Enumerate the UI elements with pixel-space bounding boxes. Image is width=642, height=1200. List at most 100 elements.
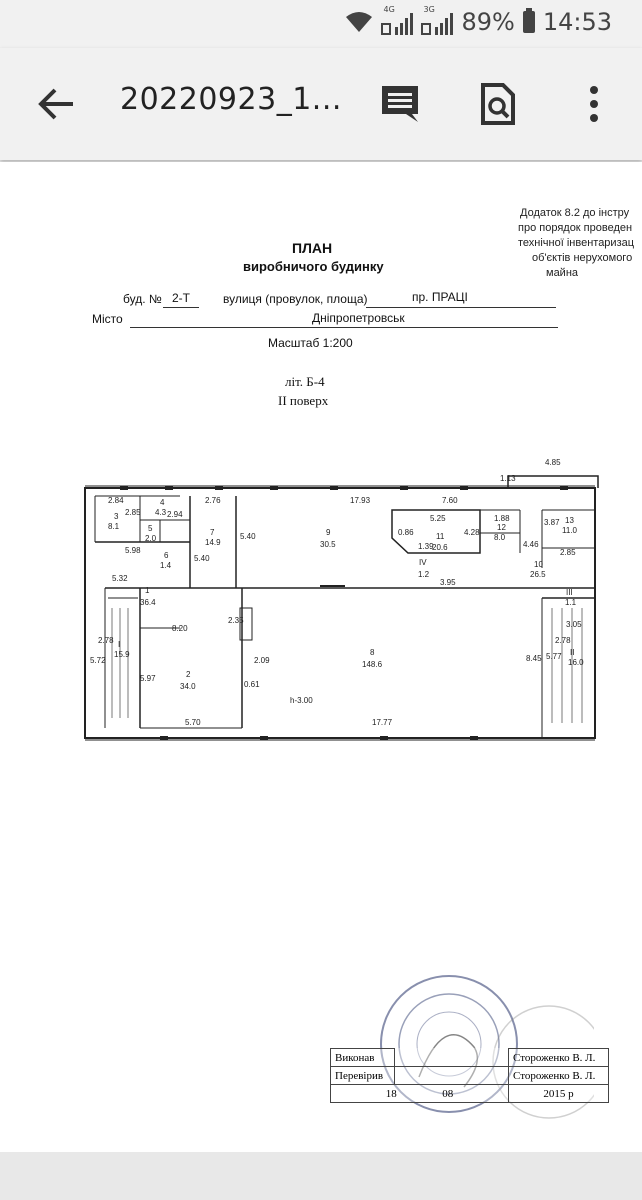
underline: [366, 307, 556, 308]
room-area: 148.6: [362, 660, 383, 669]
room-number: 5: [148, 524, 153, 533]
room-area: 11.0: [562, 526, 577, 535]
checker-name: Стороженко В. Л.: [508, 1066, 609, 1085]
dimension: 7.60: [442, 496, 458, 505]
dimension: 0.86: [398, 528, 414, 537]
back-arrow-icon: [38, 88, 73, 120]
dimension: 0.61: [244, 680, 260, 689]
dimension: 3.05: [566, 620, 582, 629]
clock: 14:53: [542, 8, 612, 36]
street-name: пр. ПРАЦІ: [412, 290, 468, 304]
dimension: 2.84: [108, 496, 124, 505]
room-number: 6: [164, 551, 169, 560]
signal-4g-icon: 4G: [381, 5, 414, 35]
checked-label: Перевірив: [330, 1066, 395, 1085]
dimension: 4.46: [523, 540, 539, 549]
bottom-bar: [0, 1152, 642, 1200]
dimension: 17.93: [350, 496, 371, 505]
dimension: 3.87: [544, 518, 560, 527]
back-button[interactable]: [32, 76, 80, 132]
network-3g-label: 3G: [423, 5, 435, 14]
room-area: 20.6: [432, 543, 448, 552]
city-label: Місто: [92, 312, 123, 326]
network-4g-label: 4G: [383, 5, 395, 14]
underline: [163, 307, 199, 308]
plan-subtitle: виробничого будинку: [243, 259, 384, 274]
dimension: 5.70: [185, 718, 201, 727]
dimension: 2.85: [560, 548, 576, 557]
dimension: 2.35: [228, 616, 244, 625]
more-vert-icon: [590, 86, 598, 122]
dimension: 17.77: [372, 718, 393, 727]
signature-block: Виконав Стороженко В. Л. Перевірив Сторо…: [330, 1048, 609, 1103]
dimension: 2.94: [167, 510, 183, 519]
plan-title: ПЛАН: [292, 240, 333, 256]
dimension: 5.98: [125, 546, 141, 555]
liter-label: літ. Б-4: [285, 374, 325, 389]
find-in-document-button[interactable]: [474, 76, 522, 132]
status-bar: 4G 3G 89% 14:53: [0, 0, 642, 48]
dimension: 1.13: [500, 474, 516, 483]
dimension: 2.76: [205, 496, 221, 505]
more-options-button[interactable]: [570, 76, 618, 132]
room-number: 2: [186, 670, 191, 679]
room-number: 1: [145, 586, 150, 595]
room-number: 8: [370, 648, 375, 657]
building-number-label: буд. №: [123, 292, 162, 306]
room-area: 2.0: [145, 534, 157, 543]
dimension: 5.40: [194, 554, 210, 563]
dimension: 5.77: [546, 652, 562, 661]
dimension: 4.28: [464, 528, 480, 537]
dimension: 5.72: [90, 656, 106, 665]
signal-3g-icon: 3G: [421, 5, 454, 35]
dimension: 8.20: [172, 624, 188, 633]
dimension: 2.78: [98, 636, 114, 645]
comments-icon: [382, 86, 418, 122]
city-name: Дніпропетровськ: [312, 311, 405, 325]
room-number: 12: [497, 523, 506, 532]
search-document-icon: [481, 83, 515, 125]
floor-plan: [84, 475, 599, 741]
room-area: 34.0: [180, 682, 196, 691]
document-viewer[interactable]: Додаток 8.2 до інстру про порядок провед…: [0, 162, 642, 1152]
room-area: 1.2: [418, 570, 430, 579]
date-day: 18: [385, 1087, 397, 1100]
building-number: 2-Т: [172, 291, 190, 305]
room-area: 8.0: [494, 533, 506, 542]
room-area: 15.9: [114, 650, 130, 659]
room-number: 11: [436, 532, 445, 541]
room-area: 8.1: [108, 522, 120, 531]
app-bar: 20220923_1...: [0, 48, 642, 160]
battery-percent: 89%: [461, 8, 515, 36]
appendix-line: технічної інвентаризац: [518, 237, 635, 249]
document-title: 20220923_1...: [120, 82, 342, 117]
room-area: 30.5: [320, 540, 336, 549]
room-number: 13: [565, 516, 574, 525]
room-number: 4: [160, 498, 165, 507]
checked-signature: [394, 1066, 509, 1085]
room-area: 16.0: [568, 658, 584, 667]
date-year: 2015 р: [508, 1084, 609, 1103]
room-number: 3: [114, 512, 119, 521]
appendix-line: об'єктів нерухомого: [532, 252, 633, 264]
comments-button[interactable]: [376, 76, 424, 132]
room-number: I: [118, 640, 121, 649]
appendix-note: Додаток 8.2 до інстру про порядок провед…: [518, 206, 635, 281]
floor-label: II поверх: [278, 393, 329, 408]
room-area: 14.9: [205, 538, 221, 547]
room-area: 1.4: [160, 561, 172, 570]
dimension: 2.09: [254, 656, 270, 665]
dimension: 8.45: [526, 654, 542, 663]
room-area: 4.3: [155, 508, 167, 517]
executor-name: Стороженко В. Л.: [508, 1048, 609, 1067]
street-label: вулиця (провулок, площа): [223, 292, 368, 306]
date-cell: 18 08: [330, 1084, 509, 1103]
appendix-line: про порядок проведен: [518, 222, 633, 234]
underline: [130, 327, 558, 328]
dimension: h-3.00: [290, 696, 313, 705]
dimension: 5.25: [430, 514, 446, 523]
dimension: 2.78: [555, 636, 571, 645]
room-number: 10: [534, 560, 543, 569]
dimension: 5.40: [240, 532, 256, 541]
dimension: 1.39: [418, 542, 434, 551]
